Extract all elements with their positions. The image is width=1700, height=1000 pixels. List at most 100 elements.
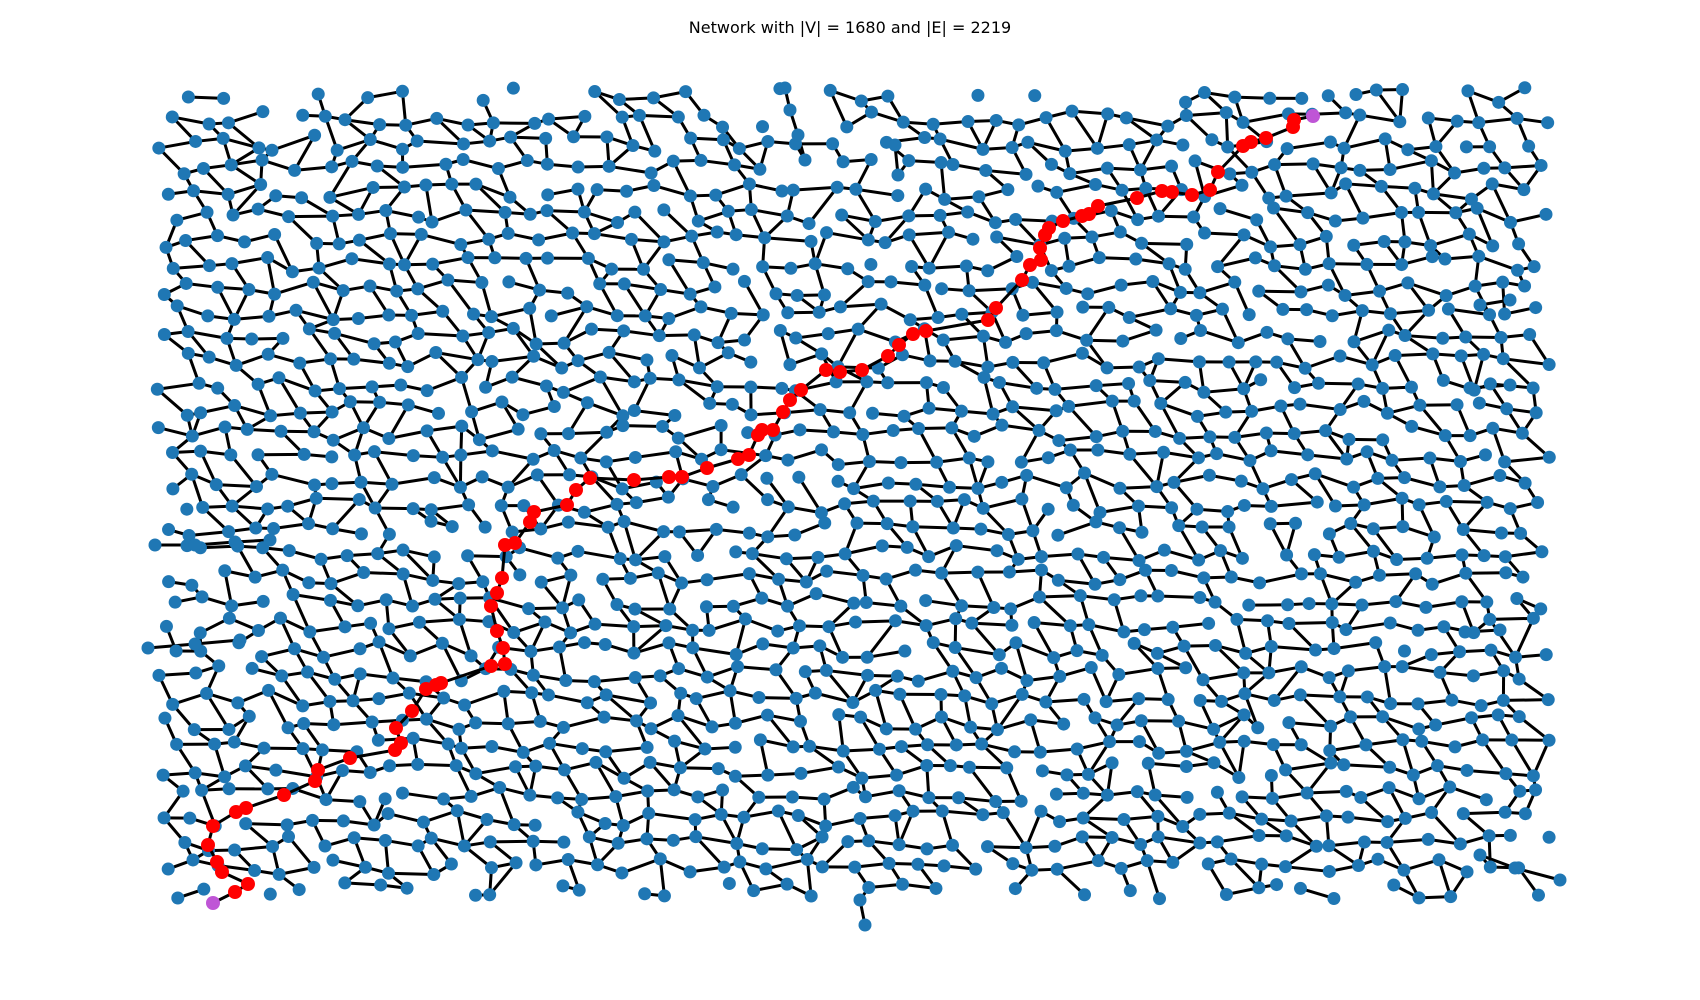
graph-node [977, 370, 991, 384]
graph-node [1050, 305, 1064, 319]
graph-edge [267, 689, 290, 729]
graph-node [1516, 570, 1530, 584]
graph-node [683, 865, 697, 879]
graph-node [1426, 347, 1440, 361]
graph-node [499, 550, 513, 564]
graph-node [217, 91, 231, 105]
graph-node [729, 228, 743, 242]
graph-node [1100, 361, 1114, 375]
graph-node [307, 425, 321, 439]
graph-node [364, 616, 378, 630]
graph-node [556, 720, 570, 734]
graph-node [1131, 499, 1145, 513]
graph-edge [968, 766, 997, 803]
graph-node [454, 741, 468, 755]
graph-node [1300, 786, 1314, 800]
graph-edge [766, 714, 795, 748]
graph-node [969, 862, 983, 876]
graph-edge [1128, 307, 1172, 319]
graph-node [1522, 139, 1536, 153]
graph-node [661, 490, 675, 504]
graph-node [534, 522, 548, 536]
graph-node [920, 842, 934, 856]
graph-node [200, 205, 214, 219]
graph-node [1211, 260, 1225, 274]
graph-node [897, 409, 911, 423]
graph-node [400, 881, 414, 895]
graph-node [1457, 479, 1471, 493]
graph-node [588, 85, 602, 99]
graph-node [742, 526, 756, 540]
graph-node [832, 760, 846, 774]
graph-node [572, 883, 586, 897]
graph-node [628, 602, 642, 616]
graph-node [1196, 673, 1210, 687]
graph-node [647, 91, 661, 105]
graph-node [292, 883, 306, 897]
graph-node [918, 278, 932, 292]
graph-node [1122, 138, 1136, 152]
graph-node [866, 494, 880, 508]
graph-node [815, 860, 829, 874]
graph-node [1188, 154, 1202, 168]
graph-node [354, 527, 368, 541]
graph-edge [676, 714, 707, 750]
graph-node [596, 572, 610, 586]
graph-node [781, 599, 795, 613]
graph-node [1039, 111, 1053, 125]
graph-node [709, 522, 723, 536]
graph-node [922, 401, 936, 415]
graph-node [365, 715, 379, 729]
graph-node [1041, 502, 1055, 516]
graph-node [1190, 409, 1204, 423]
graph-node [898, 644, 912, 658]
graph-node [847, 482, 861, 496]
graph-node [414, 227, 428, 241]
graph-node [734, 468, 748, 482]
graph-edge [1154, 794, 1184, 828]
graph-edge [594, 676, 636, 684]
graph-edge [548, 693, 588, 705]
graph-node [1341, 664, 1355, 678]
graph-node [1322, 839, 1336, 853]
graph-node [969, 671, 983, 685]
path-node [675, 470, 689, 484]
graph-node [1280, 548, 1294, 562]
graph-node [654, 283, 668, 297]
graph-node [1472, 116, 1486, 130]
graph-node [1234, 474, 1248, 488]
graph-node [1413, 398, 1427, 412]
graph-node [1091, 854, 1105, 868]
graph-edge [1056, 183, 1096, 194]
graph-node [242, 283, 256, 297]
graph-node [395, 84, 409, 98]
graph-node [755, 842, 769, 856]
graph-node [697, 108, 711, 122]
graph-node [640, 832, 654, 846]
graph-node [1289, 516, 1303, 530]
graph-node [892, 838, 906, 852]
graph-edge [1503, 698, 1549, 702]
graph-node [894, 599, 908, 613]
graph-node [612, 93, 626, 107]
graph-edge [1202, 671, 1245, 682]
graph-edge [519, 546, 559, 560]
graph-node [262, 683, 276, 697]
graph-node [308, 478, 322, 492]
graph-node [599, 745, 613, 759]
graph-node [862, 455, 876, 469]
graph-node [353, 667, 367, 681]
graph-node [441, 737, 455, 751]
graph-edge [156, 388, 189, 417]
graph-node [185, 578, 199, 592]
graph-node [1081, 287, 1095, 301]
graph-node [188, 766, 202, 780]
graph-edge [1177, 524, 1200, 561]
graph-node [1113, 521, 1127, 535]
graph-node [1009, 212, 1023, 226]
graph-node [1114, 861, 1128, 875]
graph-node [1282, 616, 1296, 630]
graph-node [268, 287, 282, 301]
graph-node [220, 331, 234, 345]
graph-node [1526, 611, 1540, 625]
